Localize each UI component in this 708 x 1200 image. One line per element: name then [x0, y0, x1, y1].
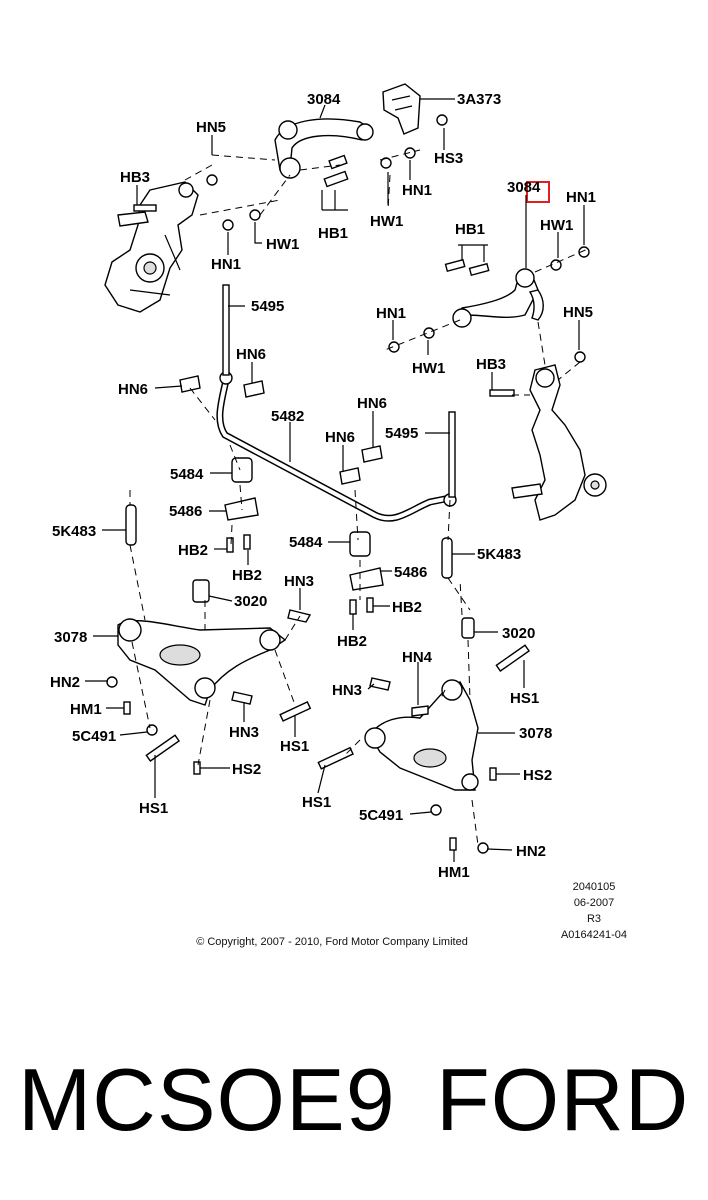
highlight-box [526, 181, 550, 203]
lower-left-dashed-lines [131, 600, 301, 766]
label-hs2-right: HS2 [523, 767, 552, 784]
lower-control-arm-right [364, 617, 479, 791]
label-hn1-right: HN1 [566, 189, 596, 206]
label-5c491-left: 5C491 [72, 728, 116, 745]
label-hn3-b: HN3 [229, 724, 259, 741]
label-hw1-right: HW1 [540, 217, 573, 234]
label-hn1-mid: HN1 [376, 305, 406, 322]
label-hn2-left: HN2 [50, 674, 80, 691]
label-3084-right: 3084 [507, 179, 541, 196]
right-upper-dashed-lines [384, 247, 591, 396]
top-dashed-lines [184, 149, 421, 216]
label-hn3-c: HN3 [332, 682, 362, 699]
label-hs1-c: HS1 [510, 690, 539, 707]
label-3078-left: 3078 [54, 629, 87, 646]
label-5k483-left: 5K483 [52, 523, 96, 540]
lower-control-arm-left [117, 579, 287, 706]
label-hs1-a: HS1 [280, 738, 309, 755]
label-hm1-left: HM1 [70, 701, 102, 718]
part-code-caption: MCSOE9 [18, 1050, 396, 1149]
lower-right-fasteners [317, 644, 531, 854]
label-hb2-c: HB2 [392, 599, 422, 616]
bracket-3a373 [382, 83, 421, 135]
label-hb2-a: HB2 [178, 542, 208, 559]
label-hs1-b: HS1 [139, 800, 168, 817]
label-5486-left: 5486 [169, 503, 202, 520]
label-hb2-b: HB2 [232, 567, 262, 584]
label-5c491-right: 5C491 [359, 807, 403, 824]
label-hb3-left: HB3 [120, 169, 150, 186]
info-line-1: 2040105 [573, 881, 616, 893]
stabilizer-links [125, 284, 456, 579]
copyright-notice: © Copyright, 2007 - 2010, Ford Motor Com… [196, 936, 468, 948]
label-hb3-right: HB3 [476, 356, 506, 373]
label-hn6-c: HN6 [357, 395, 387, 412]
right-steering-knuckle [511, 364, 607, 521]
label-hn6-b: HN6 [118, 381, 148, 398]
info-line-3: R3 [587, 913, 601, 925]
label-hs3: HS3 [434, 150, 463, 167]
label-5486-right: 5486 [394, 564, 427, 581]
drawing-info-block: 2040105 06-2007 R3 A0164241-04 [561, 881, 627, 941]
right-upper-fasteners [388, 246, 590, 397]
label-hb2-d: HB2 [337, 633, 367, 650]
label-3020-right: 3020 [502, 625, 535, 642]
label-hn4: HN4 [402, 649, 433, 666]
lower-right-dashed-lines [344, 579, 479, 846]
label-hn6-d: HN6 [325, 429, 355, 446]
label-hb1-right: HB1 [455, 221, 485, 238]
label-3084-upper-left: 3084 [307, 91, 341, 108]
label-3a373: 3A373 [457, 91, 501, 108]
label-hs1-d: HS1 [302, 794, 331, 811]
label-hn1-left: HN1 [211, 256, 241, 273]
label-5484-left: 5484 [170, 466, 204, 483]
label-hn5-left: HN5 [196, 119, 226, 136]
label-hn1-top: HN1 [402, 182, 432, 199]
label-5k483-right: 5K483 [477, 546, 521, 563]
label-hb1-left: HB1 [318, 225, 348, 242]
caption-bar: MCSOE9 FORD [0, 1040, 708, 1170]
label-hm1-right: HM1 [438, 864, 470, 881]
stabilizer-dashed-lines [129, 387, 471, 621]
label-5495-left: 5495 [251, 298, 284, 315]
info-line-2: 06-2007 [574, 897, 614, 909]
label-hn6-a: HN6 [236, 346, 266, 363]
label-5484-right: 5484 [289, 534, 323, 551]
label-hw1-left: HW1 [266, 236, 299, 253]
label-3020-left: 3020 [234, 593, 267, 610]
label-hn2-right: HN2 [516, 843, 546, 860]
upper-control-arm-left [274, 118, 374, 179]
left-steering-knuckle [104, 181, 199, 313]
label-hw1-top: HW1 [370, 213, 403, 230]
upper-control-arm-right [452, 268, 544, 328]
label-hw1-mid: HW1 [412, 360, 445, 377]
label-5482: 5482 [271, 408, 304, 425]
part-labels: 3084 3A373 HN5 HS3 HB3 HN1 HW1 HB1 HW1 H… [50, 91, 596, 881]
suspension-exploded-diagram: 3084 3A373 HN5 HS3 HB3 HN1 HW1 HB1 HW1 H… [50, 83, 627, 948]
info-line-4: A0164241-04 [561, 929, 627, 941]
label-5495-right: 5495 [385, 425, 418, 442]
label-3078-right: 3078 [519, 725, 552, 742]
lower-left-fasteners [106, 609, 312, 775]
label-hs2-left: HS2 [232, 761, 261, 778]
label-hn3-a: HN3 [284, 573, 314, 590]
leader-lines [85, 98, 585, 862]
label-hn5-right: HN5 [563, 304, 593, 321]
brand-caption: FORD [436, 1050, 690, 1149]
